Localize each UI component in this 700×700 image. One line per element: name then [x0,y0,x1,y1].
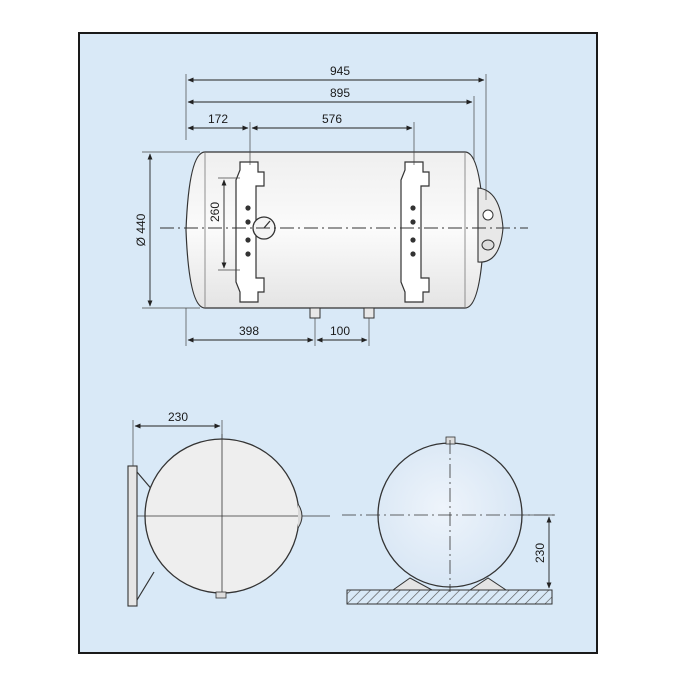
front-view-floor: 230 [342,436,555,605]
dim-front-height: 230 [533,543,547,563]
mounting-bracket-left [235,161,265,303]
dim-bracket-spacing: 576 [322,112,342,126]
dim-side-depth: 230 [168,410,188,424]
side-view-wall: 230 [127,410,330,607]
dim-diameter: Ø 440 [134,213,148,246]
floor-hatch-icon [346,589,553,605]
dim-overall-length: 945 [330,64,350,78]
dim-bracket-height: 260 [208,202,222,222]
drawing-panel [78,32,598,654]
outlet-pipe [363,307,375,319]
thermostat-knob-icon [482,209,494,221]
wall-plate [127,465,138,607]
dim-inlet-offset: 398 [239,324,259,338]
tank-body [185,151,485,309]
dim-tank-length: 895 [330,86,350,100]
dim-pipe-spacing: 100 [330,324,350,338]
dim-bracket-offset: 172 [208,112,228,126]
top-view: 945 895 172 576 Ø 440 260 398 100 [134,64,528,346]
indicator-light-icon [481,239,495,251]
mounting-bracket-right [400,161,430,303]
inlet-pipe [309,307,321,319]
